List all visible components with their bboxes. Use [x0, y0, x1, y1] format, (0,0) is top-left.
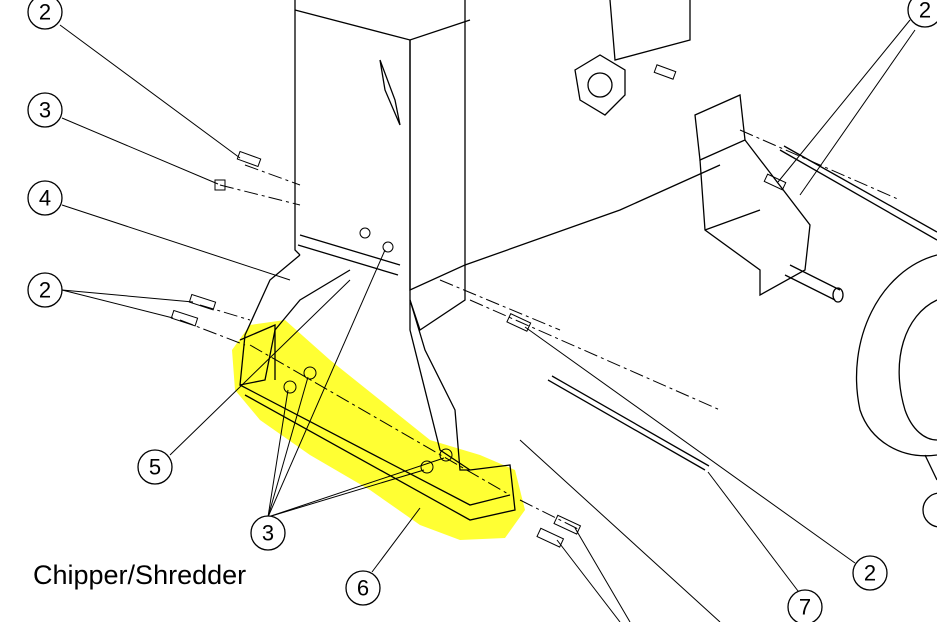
svg-text:2: 2 [919, 0, 931, 23]
callout-3-left: 3 [27, 92, 63, 128]
svg-text:7: 7 [799, 595, 811, 620]
diagram-caption: Chipper/Shredder [33, 560, 247, 590]
callout-partial-right [922, 492, 937, 528]
svg-text:3: 3 [39, 98, 51, 123]
callout-7: 7 [787, 589, 823, 622]
svg-text:4: 4 [39, 186, 51, 211]
svg-text:2: 2 [864, 561, 876, 586]
callout-4: 4 [27, 180, 63, 216]
center-lines [179, 129, 901, 531]
callout-2-top-right: 2 [907, 0, 937, 28]
highlight-region [232, 320, 525, 540]
hardware [170, 64, 787, 548]
callout-3-bottom: 3 [250, 515, 286, 551]
svg-text:2: 2 [39, 278, 51, 303]
callout-2-left: 2 [27, 272, 63, 308]
leader-lines [59, 19, 916, 622]
callout-2-top-left: 2 [27, 0, 63, 30]
callout-2-bottom-right: 2 [852, 555, 888, 591]
svg-text:6: 6 [357, 576, 369, 601]
callout-6: 6 [345, 570, 381, 606]
svg-text:5: 5 [149, 455, 161, 480]
svg-text:2: 2 [39, 0, 51, 25]
callout-5: 5 [137, 449, 173, 485]
svg-text:3: 3 [262, 521, 274, 546]
